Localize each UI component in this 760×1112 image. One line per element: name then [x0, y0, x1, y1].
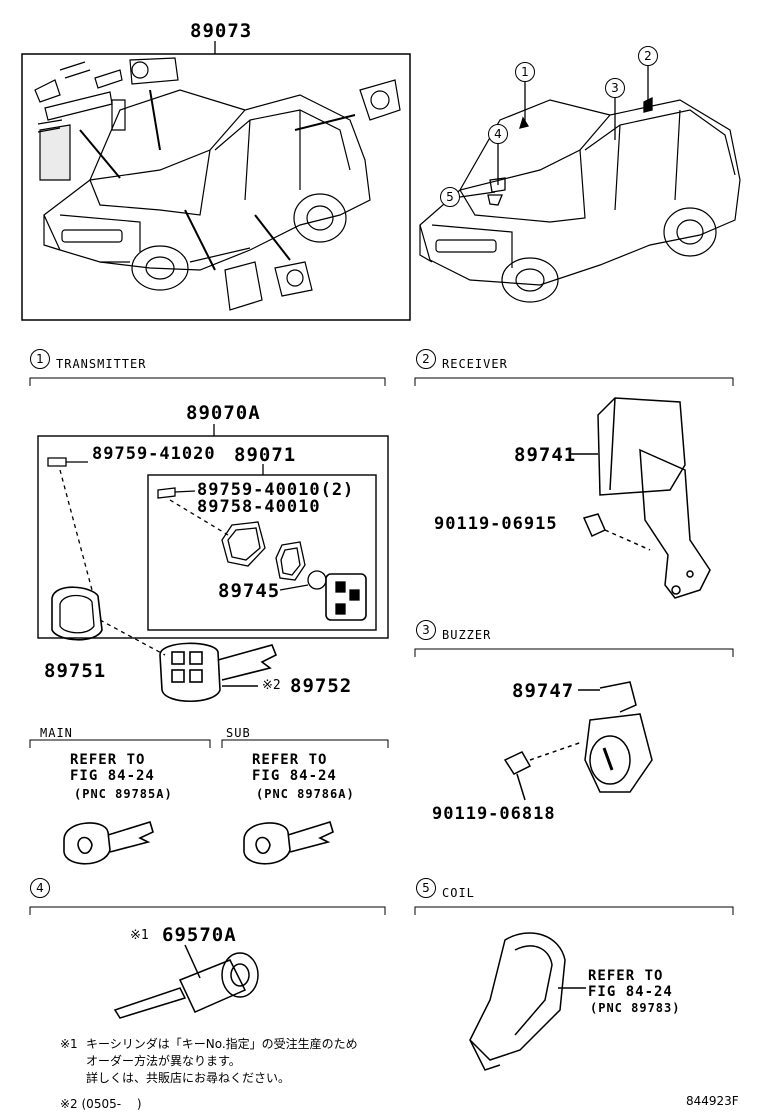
section-5-number: 5 — [416, 878, 436, 898]
section-1-title: TRANSMITTER — [56, 357, 147, 371]
assembly-number: 89073 — [190, 20, 253, 42]
main-key-drawing — [63, 820, 154, 865]
s5-rule — [414, 906, 734, 915]
battery-no: 89745 — [218, 580, 281, 602]
receiver-drawing — [570, 397, 711, 599]
overview-frame — [21, 53, 411, 321]
s4-rule — [29, 906, 386, 915]
vehicle-right — [419, 99, 741, 303]
callout-1: 1 — [515, 62, 535, 82]
sub-ref-2: FIG 84-24 — [252, 768, 337, 784]
sub-rule — [221, 739, 389, 748]
cylinder-drawing — [113, 944, 259, 1019]
gasket-no: 89758-40010 — [197, 497, 321, 517]
sub-assembly-frame — [147, 474, 377, 631]
sub-assembly-no: 89071 — [234, 444, 297, 466]
main-ref-1: REFER TO — [70, 752, 146, 768]
main-rule — [29, 739, 211, 748]
section-3-title: BUZZER — [442, 628, 492, 642]
section-5-title: COIL — [442, 886, 475, 900]
s3-rule — [414, 648, 734, 657]
section-2-number: 2 — [416, 349, 436, 369]
transmitter-frame — [37, 435, 389, 639]
callout-5: 5 — [440, 187, 460, 207]
key-no: 89752 — [290, 675, 353, 697]
s1-rule — [29, 377, 386, 386]
cylinder-note-mark: ※1 — [130, 928, 149, 943]
section-rules — [29, 377, 734, 915]
section-2-title: RECEIVER — [442, 357, 508, 371]
s2-rule — [414, 377, 734, 386]
coil-ref-2: FIG 84-24 — [588, 984, 673, 1000]
coil-ref-3: (PNC 89783) — [590, 1001, 681, 1015]
screw-inner-no: 89759-40010(2) — [197, 480, 355, 500]
callout-4: 4 — [488, 124, 508, 144]
sub-key-label: SUB — [226, 726, 251, 740]
callout-2: 2 — [638, 46, 658, 66]
cylinder-part-no: 69570A — [162, 924, 237, 946]
main-ref-3: (PNC 89785A) — [74, 787, 173, 801]
receiver-bolt-no: 90119-06915 — [434, 514, 558, 534]
note-1-line-3: 詳しくは、共販店にお尋ねください。 — [86, 1071, 291, 1085]
section-4-number: 4 — [30, 878, 50, 898]
note-1-mark: ※1 — [60, 1037, 78, 1051]
buzzer-bolt-no: 90119-06818 — [432, 804, 556, 824]
note-1-line-2: オーダー方法が異なります。 — [86, 1054, 241, 1068]
callout-3: 3 — [605, 78, 625, 98]
transmitter-parts — [47, 457, 367, 656]
buzzer-part-no: 89747 — [512, 680, 575, 702]
main-ref-2: FIG 84-24 — [70, 768, 155, 784]
sub-ref-1: REFER TO — [252, 752, 328, 768]
section-3-number: 3 — [416, 620, 436, 640]
figure-id: 844923F — [686, 1094, 739, 1108]
sub-ref-3: (PNC 89786A) — [256, 787, 355, 801]
note-2: ※2 (0505- ) — [60, 1097, 142, 1111]
key-remote — [159, 642, 278, 703]
transmitter-assembly-no: 89070A — [186, 402, 261, 424]
coil-ref-1: REFER TO — [588, 968, 664, 984]
receiver-part-no: 89741 — [514, 444, 577, 466]
vehicle-left — [43, 89, 371, 291]
note-1-line-1: キーシリンダは「キーNo.指定」の受注生産のため — [86, 1037, 358, 1051]
screw-outer-no: 89759-41020 — [92, 444, 216, 464]
coil-drawing — [469, 932, 586, 1071]
main-key-label: MAIN — [40, 726, 73, 740]
right-callout-leaders — [459, 66, 653, 206]
sub-key-drawing — [243, 820, 334, 865]
key-note-mark: ※2 — [262, 678, 281, 693]
buzzer-drawing — [503, 681, 653, 801]
overview-parts — [34, 57, 401, 311]
case-no: 89751 — [44, 660, 107, 682]
section-1-number: 1 — [30, 349, 50, 369]
